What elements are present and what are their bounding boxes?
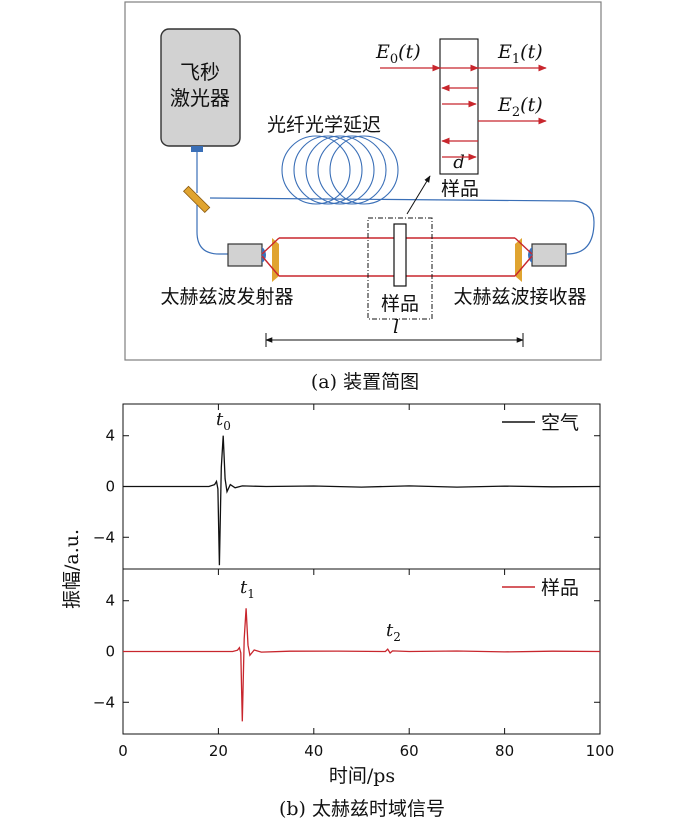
marker-t0: t0 [216, 409, 231, 433]
sample-slab [393, 223, 407, 287]
field-e2: E2(t) [497, 94, 543, 120]
panel-a: 飞秒 激光器 光纤光学延迟 [124, 1, 602, 361]
y-tick-label: 0 [105, 478, 115, 496]
y-tick-label: 0 [105, 643, 115, 661]
x-tick-label: 0 [118, 742, 128, 760]
emitter-label: 太赫兹波发射器 [160, 286, 293, 308]
sample-zoom-arrow [406, 175, 431, 215]
marker-t2: t2 [386, 620, 401, 644]
sample-region-dashed [367, 217, 433, 320]
series-air-line [123, 435, 601, 566]
receiver-lens [515, 238, 522, 282]
length-label: l [393, 316, 399, 338]
emitter-lens [272, 238, 279, 282]
x-tick-label: 60 [400, 742, 419, 760]
marker-t1: t1 [240, 577, 255, 601]
y-axis-label: 振幅/a.u. [61, 529, 83, 609]
fiber-delay-coil [281, 135, 399, 205]
inset-sample-label: 样品 [441, 178, 479, 200]
panel-b: −4 0 4 −4 0 4 0 20 40 60 80 100 空气 样品 t0 t1 t2 振幅… [61, 403, 614, 787]
x-tick-label: 100 [586, 742, 615, 760]
y-tick-label: 4 [105, 592, 115, 610]
fiber-splitter-to-receiver [209, 197, 595, 255]
sample-center-label: 样品 [381, 293, 419, 315]
field-e1: E1(t) [497, 41, 543, 67]
thz-receiver [531, 243, 567, 267]
x-tick-label: 80 [495, 742, 514, 760]
series-sample-line [123, 608, 601, 722]
inset-rays [380, 64, 547, 161]
panel-a-frame [124, 1, 602, 361]
y-tick-label: −4 [93, 693, 115, 711]
laser-output-port [191, 146, 203, 152]
fiber-splitter-to-emitter [196, 205, 232, 255]
laser-label-line1: 飞秒 [180, 60, 220, 84]
fiber-delay-label: 光纤光学延迟 [267, 114, 381, 136]
x-axis-label: 时间/ps [329, 765, 395, 787]
field-e0: E0(t) [375, 41, 421, 67]
caption-b: (b) 太赫兹时域信号 [279, 798, 445, 820]
x-ticks: 0 20 40 60 80 100 [118, 404, 614, 760]
y-tick-label: −4 [93, 528, 115, 546]
y-tick-label: 4 [105, 427, 115, 445]
laser-label-line2: 激光器 [170, 86, 230, 110]
x-tick-label: 20 [209, 742, 228, 760]
x-tick-label: 40 [304, 742, 323, 760]
legend-bottom-label: 样品 [541, 577, 579, 599]
beam-splitter [182, 185, 211, 214]
receiver-label: 太赫兹波接收器 [453, 286, 586, 308]
thz-emitter [227, 243, 263, 267]
thickness-label: d [453, 152, 465, 173]
legend-top-label: 空气 [541, 412, 579, 434]
caption-a: (a) 装置简图 [311, 371, 419, 393]
